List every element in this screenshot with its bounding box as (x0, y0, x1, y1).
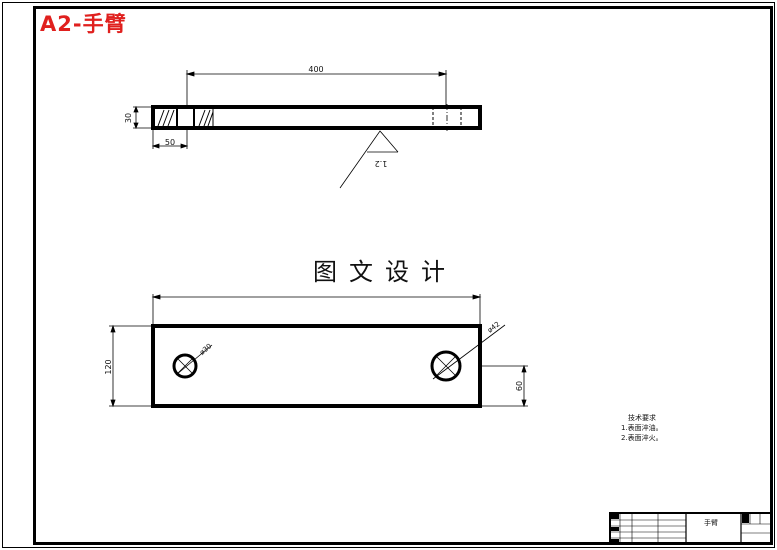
roughness-label: 1.2 (375, 159, 388, 168)
hole-left (172, 344, 213, 379)
dim-50 (151, 129, 189, 149)
page-title: A2-手臂 (40, 12, 127, 36)
section-hatching (157, 109, 214, 127)
dim-60 (481, 364, 528, 408)
dim-30 (133, 105, 152, 130)
tech-notes-heading: 技术要求 (628, 414, 656, 422)
hole-right (430, 324, 506, 382)
title-block (609, 512, 772, 544)
front-view: 120 ø30 ø42 60 (104, 294, 528, 408)
dim-overall (151, 294, 482, 325)
arm-plate-outline (151, 324, 482, 408)
tech-note-item: 1.表面淬油。 (621, 424, 663, 432)
dim-400 (185, 70, 448, 106)
dim-400-label: 400 (308, 65, 323, 74)
roughness-symbol (339, 130, 399, 189)
dim-50-label: 50 (165, 138, 175, 147)
dim-120-label: 120 (104, 359, 113, 374)
tech-note-item: 2.表面淬火。 (621, 434, 663, 442)
dim-120 (109, 324, 152, 408)
top-view: 400 30 50 1.2 (124, 65, 482, 189)
dim-hole-left-label: ø30 (198, 342, 213, 357)
dim-hole-right-label: ø42 (486, 320, 501, 334)
dim-30-label: 30 (124, 113, 133, 123)
technical-requirements: 技术要求 1.表面淬油。 2.表面淬火。 (621, 413, 663, 443)
watermark-text: 图文设计 (313, 258, 457, 286)
title-block-part-name: 手臂 (704, 519, 718, 527)
inner-frame (33, 6, 773, 545)
dim-60-label: 60 (515, 381, 524, 391)
arm-bar-outline (151, 105, 482, 130)
